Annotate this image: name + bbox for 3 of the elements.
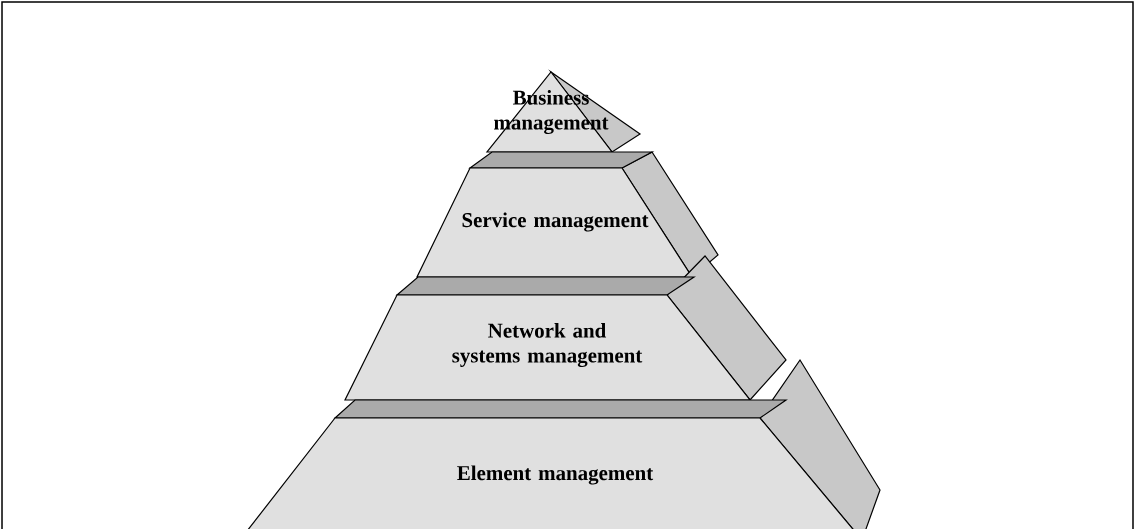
node-label: Element management [457,465,654,485]
pyramid-tier: Network and systems management [344,255,787,401]
pyramid-tier: Service management [416,151,719,278]
